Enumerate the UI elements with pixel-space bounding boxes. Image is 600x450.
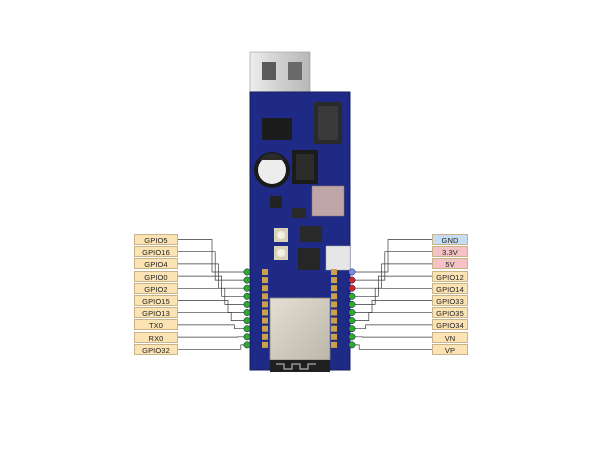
right-solder-pad [331, 269, 337, 275]
right-pin-label: GPIO12 [432, 270, 468, 282]
left-header-pad [243, 325, 251, 333]
esp32-module [269, 297, 331, 372]
right-pin-label: VP [432, 343, 468, 355]
right-header-pad [348, 325, 356, 333]
left-pin-label: GPIO15 [134, 295, 178, 306]
push-buttons [274, 228, 288, 260]
left-pin-wire [178, 287, 247, 305]
right-header-pad [348, 300, 356, 308]
right-header-pad [348, 276, 356, 284]
left-header-pad [243, 309, 251, 316]
usb-area [298, 226, 351, 271]
left-header-pad [243, 276, 251, 284]
left-pin-label: GPIO2 [134, 282, 178, 294]
left-header-pad [243, 284, 251, 292]
left-solder-pad [262, 301, 268, 308]
left-pin-label: GPIO5 [134, 234, 178, 245]
right-pin-wire [352, 344, 432, 350]
left-pin-label: GPIO13 [134, 307, 178, 319]
right-solder-pad [331, 325, 337, 332]
right-solder-pad [331, 277, 337, 284]
right-header-pads [331, 268, 356, 349]
left-pin-wire [178, 251, 247, 281]
left-pin-label: GPIO0 [134, 270, 178, 282]
power-ic [311, 185, 345, 217]
capacitor [254, 152, 290, 188]
right-header-pad [348, 268, 356, 276]
left-pin-wire [178, 239, 247, 273]
right-solder-pad [331, 309, 337, 316]
left-pin-label: GPIO4 [134, 258, 178, 270]
right-pin-label: GPIO34 [432, 319, 468, 331]
right-header-pad [348, 292, 356, 300]
left-pin-label: GPIO32 [134, 343, 178, 355]
right-solder-pad [331, 301, 337, 308]
left-solder-pad [262, 309, 268, 316]
right-pin-label: VN [432, 331, 468, 343]
left-solder-pad [262, 277, 268, 284]
left-header-pad [243, 317, 251, 325]
right-pin-label: GPIO35 [432, 307, 468, 319]
left-pin-label: TX0 [134, 319, 178, 331]
right-solder-pad [331, 293, 337, 300]
left-solder-pad [262, 293, 268, 300]
right-header-pad [348, 317, 356, 325]
left-header-pad [243, 292, 251, 300]
right-pin-label: GPIO14 [432, 282, 468, 294]
right-solder-pad [331, 285, 337, 292]
left-solder-pad [262, 325, 268, 332]
right-header-pad [348, 341, 356, 349]
right-solder-pad [331, 317, 337, 324]
left-header-pad [243, 333, 251, 341]
right-pin-wire [352, 239, 432, 273]
small-chip [262, 118, 306, 218]
left-solder-pad [262, 317, 268, 324]
right-pin-label: 5V [432, 258, 468, 270]
left-pin-wire [178, 300, 247, 313]
left-pin-wire [178, 324, 247, 330]
right-solder-pad [331, 341, 337, 348]
right-pin-label: GPIO33 [432, 295, 468, 306]
left-header-pad [243, 268, 251, 276]
right-pin-wire [352, 300, 432, 313]
left-solder-pad [262, 269, 268, 275]
left-header-pads [243, 268, 268, 349]
right-header-pad [348, 333, 356, 341]
left-solder-pad [262, 333, 268, 340]
left-pin-wire [178, 312, 247, 321]
right-pin-label: GND [432, 234, 468, 245]
right-pin-wire [352, 251, 432, 281]
right-solder-pad [331, 333, 337, 340]
right-pin-wire [352, 287, 432, 305]
left-solder-pad [262, 285, 268, 292]
left-pin-wire [178, 275, 247, 297]
right-pin-label: 3.3V [432, 246, 468, 258]
phy-chip [292, 150, 318, 184]
right-pin-wire [352, 275, 432, 297]
left-solder-pad [262, 341, 268, 348]
magnetics-module [314, 102, 342, 144]
right-pin-wire [352, 324, 432, 330]
left-pin-label: GPIO16 [134, 246, 178, 258]
left-pin-label: RX0 [134, 331, 178, 343]
right-pin-wire [352, 312, 432, 321]
left-header-pad [243, 300, 251, 308]
right-header-pad [348, 284, 356, 292]
left-header-pad [243, 341, 251, 349]
right-header-pad [348, 309, 356, 316]
